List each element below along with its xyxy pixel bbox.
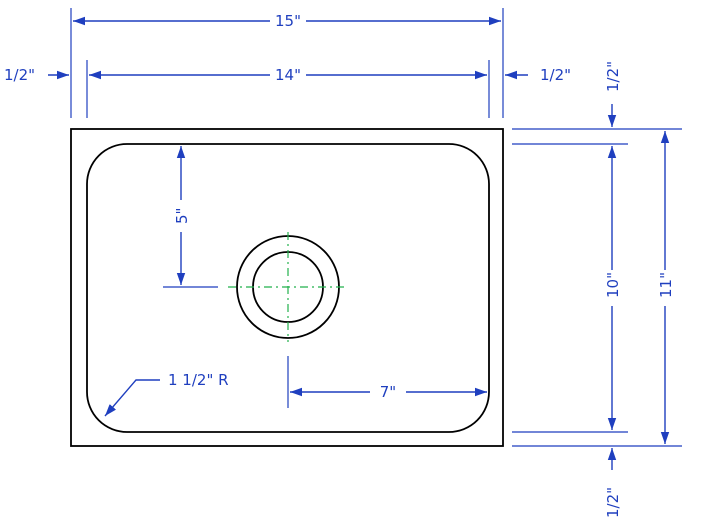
label-bowl-depth: 10" (604, 272, 622, 298)
label-left-rim: 1/2" (4, 66, 35, 84)
sink-outer-rim (70, 128, 504, 447)
label-overall-depth: 11" (657, 272, 675, 298)
label-overall-width: 15" (275, 12, 301, 30)
label-drain-from-top: 5" (173, 208, 191, 224)
label-bottom-rim: 1/2" (604, 487, 622, 518)
label-drain-from-side: 7" (380, 383, 396, 401)
label-bowl-width: 14" (275, 66, 301, 84)
label-right-rim: 1/2" (540, 66, 571, 84)
label-top-rim: 1/2" (604, 61, 622, 92)
dim-corner-radius-leader (104, 379, 160, 417)
label-corner-radius: 1 1/2" R (168, 371, 229, 389)
sink-bowl (86, 143, 490, 433)
